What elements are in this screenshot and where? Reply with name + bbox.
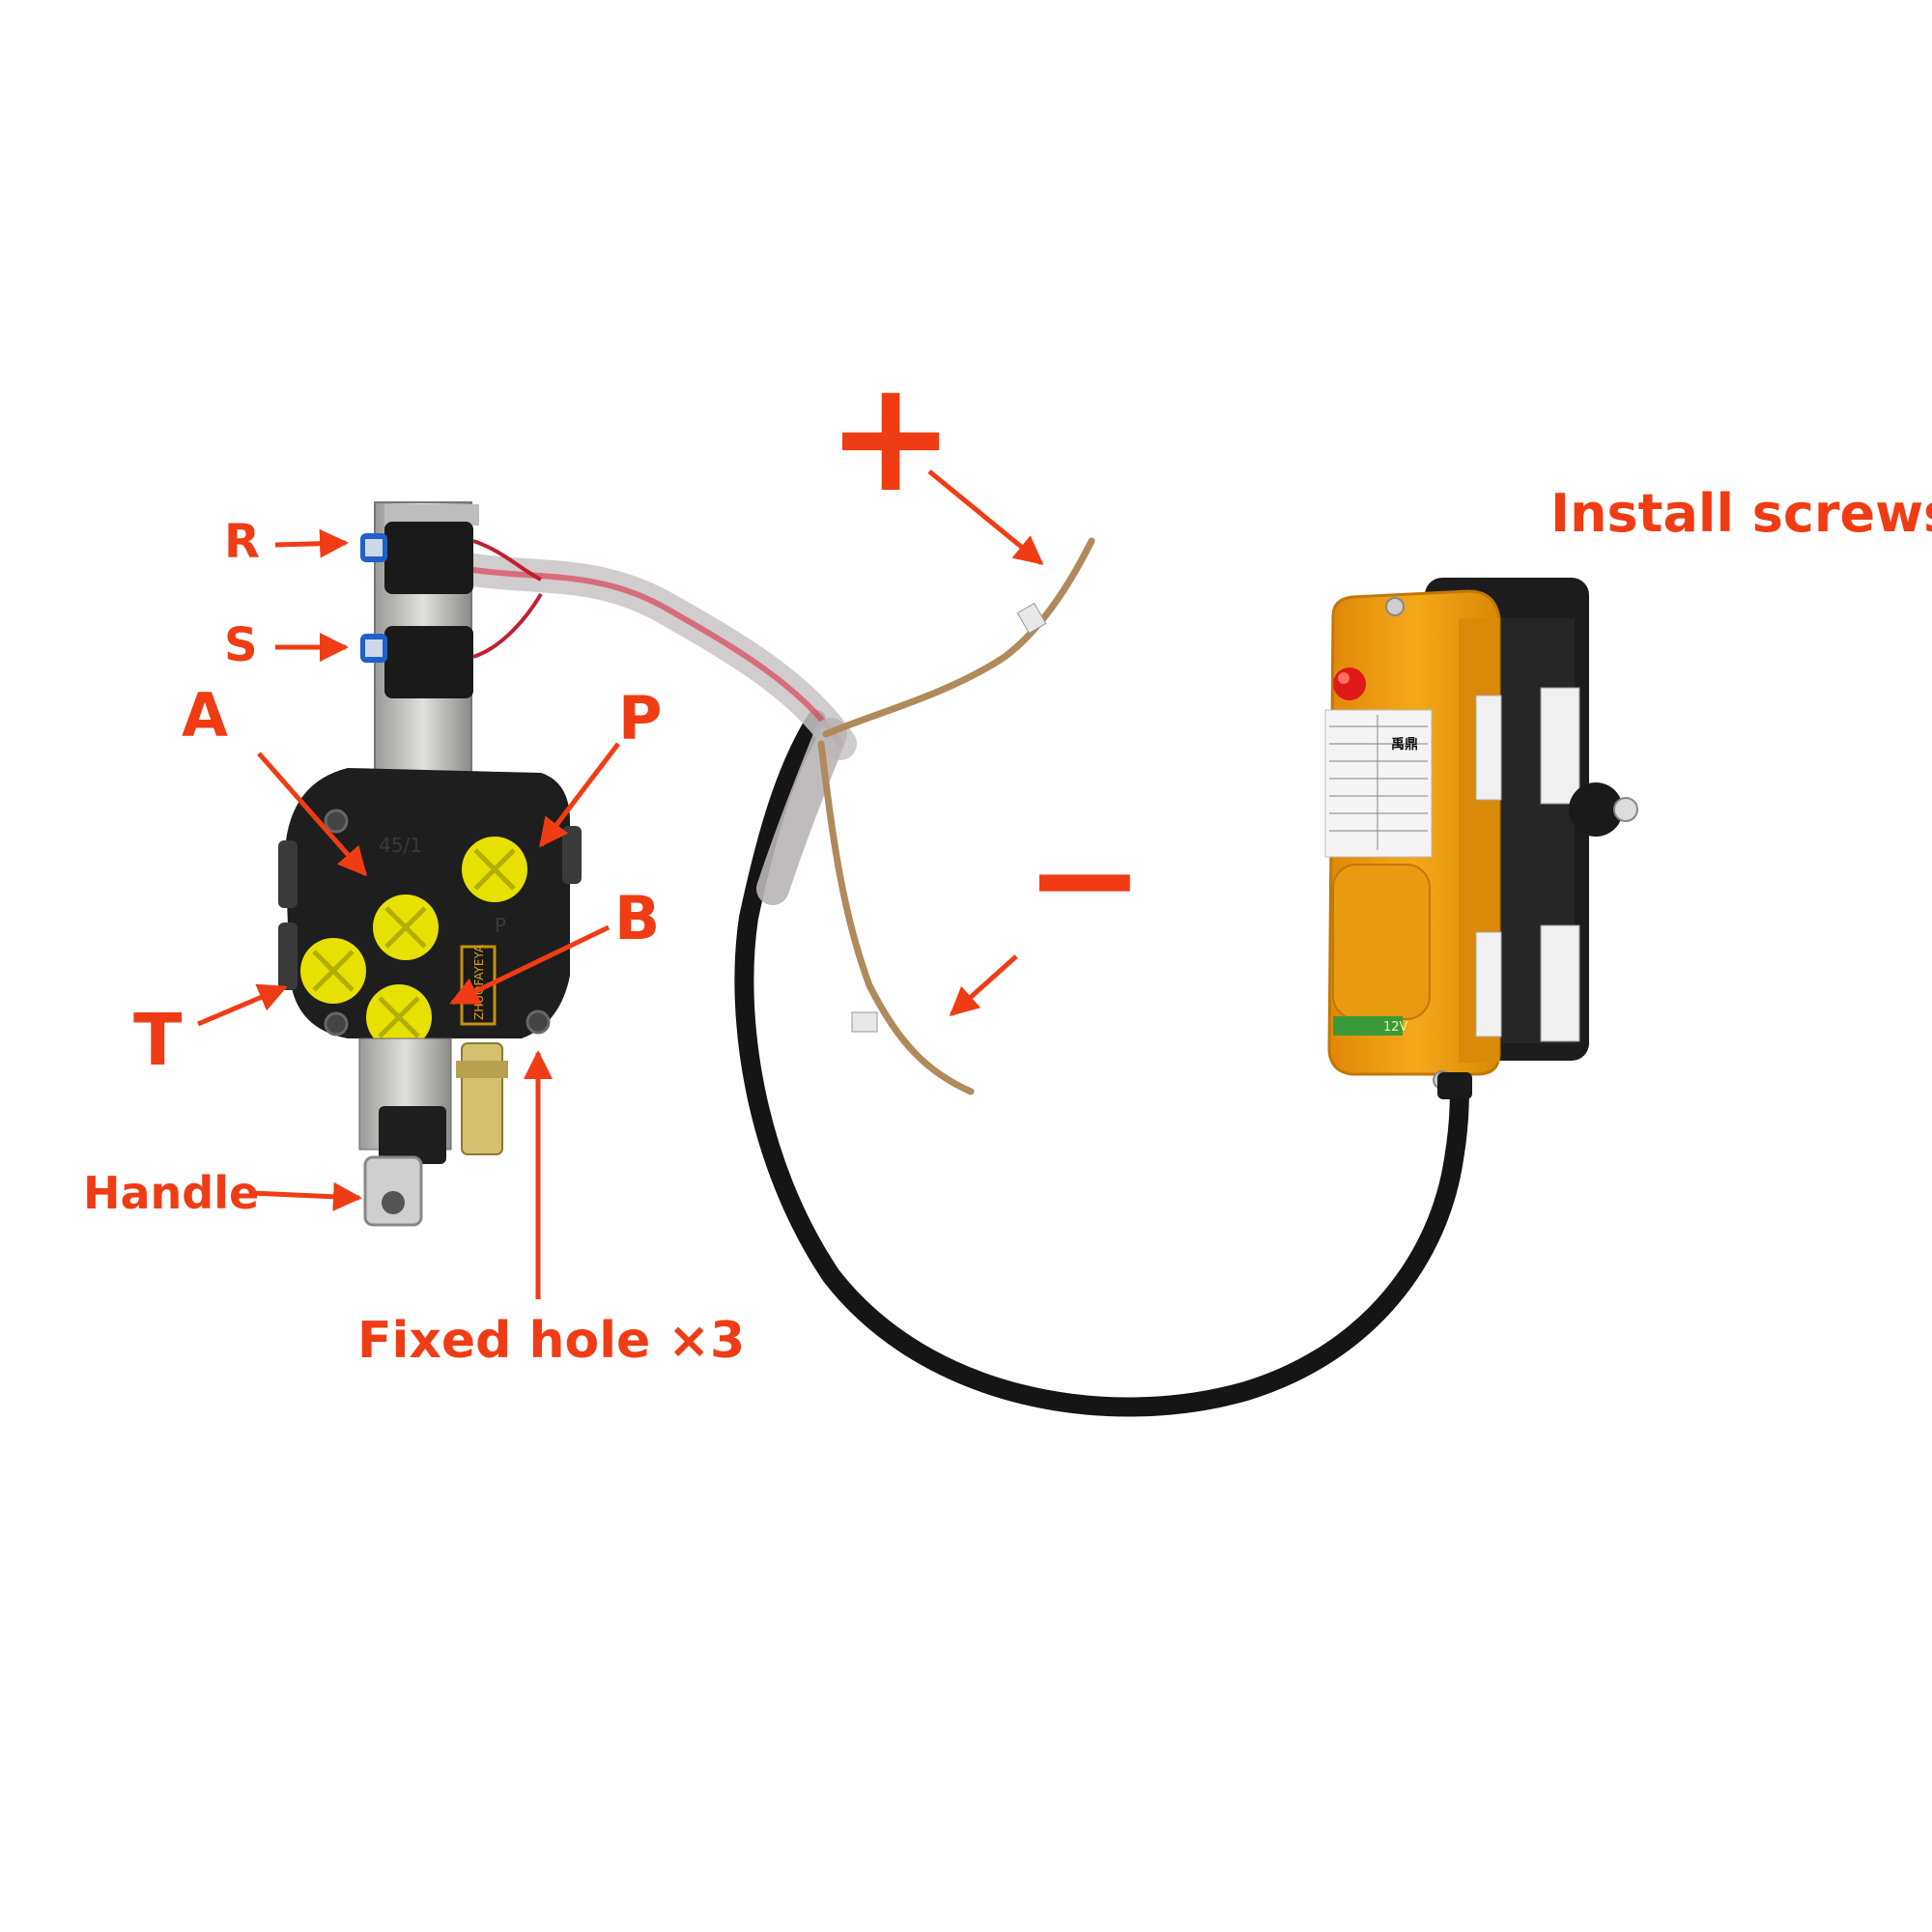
- arrow-t: [197, 983, 288, 1027]
- arrow-r: [274, 528, 349, 558]
- port-cap-a: [373, 895, 439, 960]
- hydraulic-valve: ZHUOFAYEYA 45/1 P: [278, 501, 582, 1227]
- label-install-screws: Install screws: [1550, 483, 1932, 544]
- port-cap-b: [366, 984, 432, 1050]
- fixed-hole-3: [526, 1009, 551, 1035]
- label-t: T: [133, 999, 183, 1082]
- solenoid-s: [384, 626, 473, 698]
- label-handle: Handle: [83, 1167, 260, 1219]
- port-marking: P: [495, 914, 506, 937]
- install-screw-top: [1385, 597, 1405, 616]
- solenoid-r: [384, 522, 473, 594]
- spec-label: [1324, 709, 1433, 858]
- brand-plate-text: ZHUOFAYEYA: [472, 944, 486, 1020]
- voltage-sticker: [1333, 1016, 1403, 1036]
- label-b: B: [614, 883, 661, 953]
- label-negative: −: [1024, 795, 1146, 963]
- port-cap-t: [300, 938, 366, 1004]
- label-s: S: [224, 618, 258, 672]
- arrow-a: [257, 752, 367, 877]
- positive-wire: [822, 537, 1095, 738]
- arrow-b: [449, 924, 611, 1006]
- label-p: P: [618, 683, 663, 753]
- relief-valve: [461, 1042, 503, 1155]
- remote-receiver: 禹鼎 12V: [1324, 578, 1638, 1099]
- port-cap-p: [462, 837, 527, 902]
- body-marking: 45/1: [379, 834, 422, 857]
- label-r: R: [224, 515, 260, 569]
- label-a: A: [182, 680, 228, 751]
- fixed-hole-1: [324, 809, 349, 834]
- label-fixed-hole: Fixed hole ×3: [357, 1312, 746, 1370]
- label-positive: +: [826, 346, 956, 526]
- annotation-arrows: [197, 469, 1044, 1299]
- arrow-plus: [927, 469, 1044, 565]
- brand-logo: 禹鼎: [1391, 736, 1418, 753]
- negative-wire: [817, 740, 975, 1095]
- arrow-handle: [250, 1181, 362, 1211]
- arrow-minus: [949, 954, 1018, 1017]
- fixed-hole-2: [324, 1011, 349, 1037]
- power-indicator: [1333, 668, 1366, 700]
- voltage-text: 12V: [1383, 1020, 1408, 1035]
- arrow-p: [539, 742, 620, 848]
- main-cable: [734, 710, 1469, 1417]
